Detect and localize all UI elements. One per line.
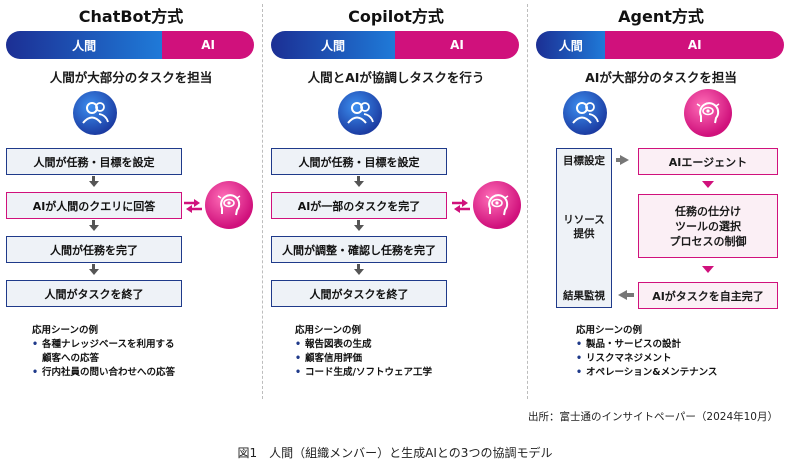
swap-arrows-icon [184,199,202,213]
examples: 応用シーンの例 報告図表の生成 顧客信用評価 コード生成/ソフトウェア工学 [295,324,432,380]
column-title: Agent方式 [618,7,704,26]
column-subtitle: 人間が大部分のタスクを担当 [49,70,213,85]
agent-step-3: AIがタスクを自主完了 [638,282,778,309]
ratio-bar: 人間 AI [6,31,254,59]
step-2: AIが人間のクエリに回答 [6,192,182,219]
figure-caption: 図1 人間（組織メンバー）と生成AIとの3つの協調モデル [237,446,553,460]
example-item: 製品・サービスの設計 [576,338,717,352]
arrow-right-icon [620,155,629,165]
example-item: コード生成/ソフトウェア工学 [295,366,432,380]
ratio-ai: AI [162,31,254,59]
ai-brain-icon [473,181,521,229]
swap-arrows-icon [452,199,470,213]
ratio-human: 人間 [536,31,606,59]
arrow-down-icon [89,269,99,275]
source-note: 出所：富士通のインサイトペーパー（2024年10月） [528,411,778,423]
examples: 応用シーンの例 製品・サービスの設計 リスクマネジメント オペレーション&メンテ… [576,324,717,380]
step-4: 人間がタスクを終了 [6,280,182,307]
step-1: 人間が任務・目標を設定 [271,148,447,175]
side-label-resource: リソース 提供 [563,214,605,240]
step-3: 人間が調整・確認し任務を完了 [271,236,447,263]
examples-title: 応用シーンの例 [32,325,99,336]
ai-brain-icon [684,89,732,137]
ratio-human: 人間 [6,31,163,59]
human-role-box [556,148,612,308]
examples: 応用シーンの例 各種ナレッジベースを利用する 顧客への応答 行内社員の問い合わせ… [32,324,175,380]
step-4: 人間がタスクを終了 [271,280,447,307]
example-item: 顧客信用評価 [295,352,432,366]
arrow-down-icon [89,181,99,187]
example-item: リスクマネジメント [576,352,717,366]
people-icon [338,91,382,135]
arrow-left-icon [618,290,627,300]
column-title: Copilot方式 [348,7,444,26]
ratio-bar: 人間 AI [536,31,784,59]
example-item: 報告図表の生成 [295,338,432,352]
examples-title: 応用シーンの例 [576,325,643,336]
side-label-goal: 目標設定 [563,155,605,167]
ratio-ai: AI [605,31,784,59]
column-title: ChatBot方式 [78,7,184,26]
example-item: オペレーション&メンテナンス [576,366,717,380]
people-icon [73,91,117,135]
ratio-human: 人間 [271,31,395,59]
example-item: 各種ナレッジベースを利用する 顧客への応答 [32,338,175,366]
step-2: AIが一部のタスクを完了 [271,192,447,219]
copilot-column: Copilot方式 人間 AI 人間とAIが協調しタスクを行う 人間が任務・目標… [265,0,527,400]
arrow-down-icon [354,181,364,187]
examples-title: 応用シーンの例 [295,325,362,336]
arrow-down-icon [702,181,714,188]
step-3: 人間が任務を完了 [6,236,182,263]
example-item: 行内社員の問い合わせへの応答 [32,366,175,380]
ratio-bar: 人間 AI [271,31,519,59]
side-label-monitor: 結果監視 [563,290,605,302]
column-separator [527,4,528,399]
agent-column: Agent方式 人間 AI AIが大部分のタスクを担当 目標設定 リソース 提供… [530,0,790,400]
agent-step-2: 任務の仕分け ツールの選択 プロセスの制御 [638,194,778,258]
step-1: 人間が任務・目標を設定 [6,148,182,175]
column-separator [262,4,263,399]
arrow-down-icon [354,269,364,275]
ratio-ai: AI [395,31,519,59]
chatbot-column: ChatBot方式 人間 AI 人間が大部分のタスクを担当 人間が任務・目標を設… [0,0,262,400]
column-subtitle: AIが大部分のタスクを担当 [585,70,737,85]
arrow-down-icon [354,225,364,231]
arrow-down-icon [89,225,99,231]
people-icon [563,91,607,135]
ai-brain-icon [205,181,253,229]
arrow-down-icon [702,266,714,273]
agent-step-1: AIエージェント [638,148,778,175]
column-subtitle: 人間とAIが協調しタスクを行う [307,70,485,85]
